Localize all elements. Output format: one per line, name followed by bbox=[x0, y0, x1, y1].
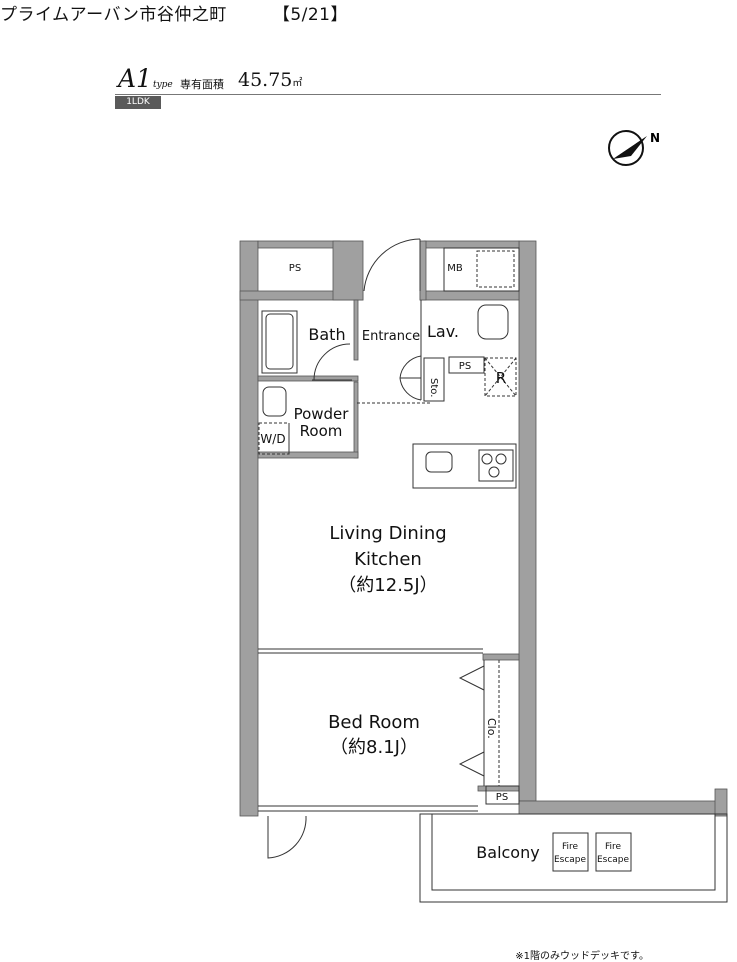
page-counter: 【5/21】 bbox=[272, 5, 349, 25]
refrigerator-label: R bbox=[496, 369, 506, 387]
ps-bottom-label: PS bbox=[496, 792, 508, 803]
fire-escape-1-line2: Escape bbox=[554, 855, 587, 865]
ldk-label-line2: Kitchen bbox=[354, 549, 422, 570]
lav-label: Lav. bbox=[427, 322, 459, 341]
ps-top-label: PS bbox=[289, 263, 301, 274]
ps-mid-label: PS bbox=[459, 361, 471, 372]
area-number: 45.75 bbox=[238, 69, 293, 91]
compass-n-label: N bbox=[650, 131, 660, 145]
powder-label-line1: Powder bbox=[294, 405, 350, 423]
area-label: 専有面積 bbox=[180, 78, 224, 91]
entrance-label: Entrance bbox=[362, 329, 420, 344]
type-suffix: type bbox=[152, 80, 173, 90]
type-code-text: A1 bbox=[118, 64, 152, 93]
balcony-label: Balcony bbox=[476, 843, 539, 862]
compass-north-icon: N bbox=[608, 130, 660, 166]
fire-escape-1-line1: Fire bbox=[562, 842, 579, 852]
layout-badge: 1LDK bbox=[115, 96, 161, 109]
property-title: プライムアーバン市谷仲之町 bbox=[0, 5, 227, 25]
sto-label: Sto. bbox=[428, 378, 439, 397]
ldk-size-label: （約12.5J） bbox=[338, 575, 437, 596]
unit-type-block: A1type 専有面積 45.75㎡ 1LDK bbox=[115, 63, 661, 109]
area-value: 45.75㎡ bbox=[238, 69, 302, 91]
exterior-walls bbox=[239, 240, 728, 817]
ldk-label-line1: Living Dining bbox=[329, 523, 446, 544]
fire-escape-2-line1: Fire bbox=[605, 842, 622, 852]
page-header: プライムアーバン市谷仲之町 【5/21】 bbox=[0, 0, 348, 25]
mb-label: MB bbox=[447, 263, 463, 274]
bath-label: Bath bbox=[308, 325, 345, 344]
bedroom-size-label: （約8.1J） bbox=[330, 737, 418, 758]
interior-lines bbox=[258, 238, 728, 903]
bedroom-label: Bed Room bbox=[328, 712, 420, 733]
area-unit: ㎡ bbox=[292, 78, 303, 89]
powder-label-line2: Room bbox=[300, 422, 343, 440]
unit-type-code: A1type bbox=[118, 63, 173, 101]
room-labels: PS MB Bath Entrance Lav. PS Sto. R Powde… bbox=[260, 263, 629, 865]
header-rule bbox=[115, 94, 661, 95]
fire-escape-2-line2: Escape bbox=[597, 855, 630, 865]
closet-label: Clo. bbox=[485, 718, 498, 739]
footnote: ※1階のみウッドデッキです。 bbox=[515, 951, 649, 962]
wd-label: W/D bbox=[260, 432, 285, 446]
